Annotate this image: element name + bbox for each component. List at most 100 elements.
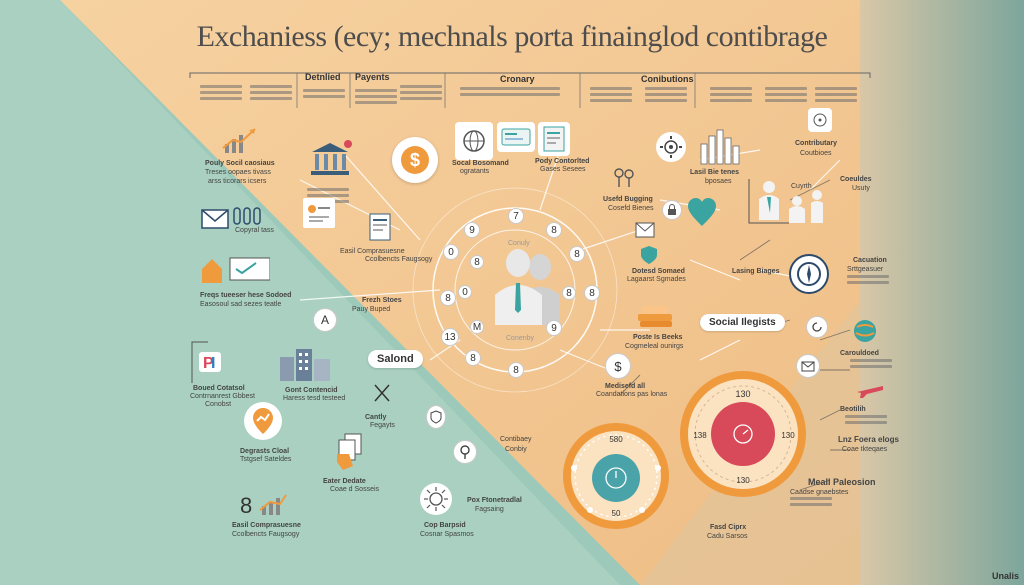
label-social-3: arss ticorars icsers — [208, 178, 267, 185]
label-usefd: Usefd Bugging — [603, 196, 653, 203]
ring-node-br2[interactable]: 8 — [584, 285, 600, 301]
label-fregh-1: Freqs tueeser hese Sodoed — [200, 292, 292, 299]
label-cacuation: Cacuation — [853, 257, 887, 264]
mail-circle-icon[interactable] — [796, 354, 820, 378]
ring-node-tl2[interactable]: 0 — [443, 244, 459, 260]
pin-icon[interactable] — [453, 440, 477, 464]
label-lasil-2: bposaes — [705, 178, 732, 185]
label-conuldes: Coeuldes — [840, 176, 872, 183]
card-icon[interactable] — [497, 122, 535, 152]
shield-teal-icon — [640, 245, 658, 265]
ring-node-b1[interactable]: M — [470, 320, 484, 334]
cacuation-text — [847, 272, 889, 287]
label-usefd-2: Cosefd Bienes — [608, 205, 654, 212]
ring-node-b2[interactable]: 8 — [465, 350, 481, 366]
refresh-icon[interactable] — [806, 316, 828, 338]
lock-icon[interactable] — [662, 200, 682, 220]
header-detailed: Detnlied — [305, 72, 341, 82]
shield-icon[interactable] — [426, 405, 446, 429]
ring-node-b3[interactable]: 8 — [508, 362, 524, 378]
header-text-2 — [250, 82, 292, 103]
gauge-left[interactable]: 580 50 — [560, 420, 672, 532]
heart-hand-icon — [686, 196, 718, 232]
label-degrasd-2: Tstgsef Sateldes — [240, 456, 292, 463]
gauge-left-bottom-value: 50 — [612, 509, 621, 518]
a-badge[interactable]: A — [313, 308, 337, 332]
dollar-glyph: $ — [410, 150, 420, 170]
pi-glyph-2: I — [211, 355, 215, 372]
label-bound-2: Contrnanrest Gbbest — [190, 393, 255, 400]
salond-tag[interactable]: Salond — [368, 350, 423, 368]
gauge-right-top-value: 130 — [735, 389, 750, 399]
sun-icon — [420, 483, 452, 515]
ring-node-l1[interactable]: 8 — [470, 255, 484, 269]
label-degrasd-1: Degrasts Cloal — [240, 448, 290, 455]
dollar-circle[interactable]: $ — [605, 353, 631, 379]
gauge-right[interactable]: 130 138 130 130 — [678, 360, 808, 510]
label-lenz: Lnz Foera elogs — [838, 435, 899, 444]
header-text-10 — [765, 84, 807, 105]
boetilit-text — [845, 412, 887, 427]
ring-node-r3[interactable]: 8 — [562, 286, 576, 300]
watermark-unalis: Unalis — [992, 571, 1020, 581]
label-eater-2: Coae d Sosseis — [330, 486, 380, 493]
team-icon — [745, 175, 825, 230]
pi-glyph: P — [203, 355, 214, 372]
label-paste-2: Cogmeleal ounirgs — [625, 343, 684, 350]
gauge-left-top-value: 580 — [609, 435, 623, 444]
label-lenz-2: Coae tkteqaes — [842, 446, 888, 453]
label-caroul: Carouldoed — [840, 350, 879, 357]
dollar-badge[interactable]: $ — [392, 137, 438, 183]
mail-icon — [200, 207, 230, 231]
ring-node-r2[interactable]: 8 — [569, 246, 585, 262]
header-text-11 — [815, 84, 857, 105]
pin-chart-icon — [244, 402, 282, 440]
label-dotesd-2: Lagaarst Sgmades — [627, 276, 686, 283]
label-gont-2: Haress tesd testeed — [283, 395, 346, 402]
hub-label-top: Conuly — [508, 240, 530, 247]
keys-icon — [613, 167, 637, 189]
invoice-icon — [368, 212, 392, 242]
label-usuty: Usuty — [852, 185, 870, 192]
bracket-left — [191, 341, 208, 383]
envelope-icon — [635, 222, 655, 238]
ring-node-bl1[interactable]: 8 — [440, 290, 456, 306]
label-cacuation-2: Srttgeasuer — [847, 266, 884, 273]
label-cop-1: Cop Barpsid — [424, 522, 466, 529]
ring-node-bl2[interactable]: 13 — [441, 328, 459, 346]
book-stack-icon — [630, 300, 680, 334]
label-conbiy: Conbiy — [505, 446, 527, 453]
label-easil-2: Ccolbencts Faugsogy — [365, 256, 433, 263]
label-social-bosomand-2: ogratants — [460, 168, 490, 175]
header-text-7 — [590, 84, 632, 105]
label-bound-3: Conobst — [205, 401, 232, 408]
ring-node-tl1[interactable]: 9 — [464, 222, 480, 238]
label-fasd: Fasd Ciprx — [710, 524, 747, 531]
ring-node-l2[interactable]: 0 — [458, 285, 472, 299]
globe-icon[interactable] — [455, 122, 493, 160]
header-contributions: Conibutions — [641, 74, 694, 84]
gauge-right-left-value: 138 — [693, 431, 707, 440]
label-boetilit: Beotilih — [840, 406, 866, 413]
compass-icon[interactable] — [789, 254, 829, 294]
social-regists-tag[interactable]: Social Ilegists — [700, 314, 785, 331]
header-text-4 — [355, 86, 397, 107]
label-pox-1: Pox Ftonetradlal — [467, 497, 522, 504]
header-text-9 — [710, 84, 752, 105]
label-copyral: Copyral tass — [235, 227, 274, 234]
gauge-right-bottom-value: 130 — [736, 476, 750, 485]
label-ratio: Cuyrth — [791, 183, 812, 190]
header-text-1 — [200, 82, 242, 103]
header-payments: Payents — [355, 72, 390, 82]
people-icon — [495, 249, 560, 325]
scissors-icon — [372, 382, 392, 404]
document-icon[interactable] — [538, 122, 570, 156]
ring-node-r1[interactable]: 8 — [546, 222, 562, 238]
hub-label-bottom: Conenby — [506, 335, 535, 342]
label-pody-2: Gases Sesees — [540, 166, 586, 173]
ring-node-top[interactable]: 7 — [508, 208, 524, 224]
caroul-text — [850, 356, 892, 371]
ring-node-br1[interactable]: 9 — [546, 320, 562, 336]
label-fasd-2: Cadu Sarsos — [707, 533, 748, 540]
